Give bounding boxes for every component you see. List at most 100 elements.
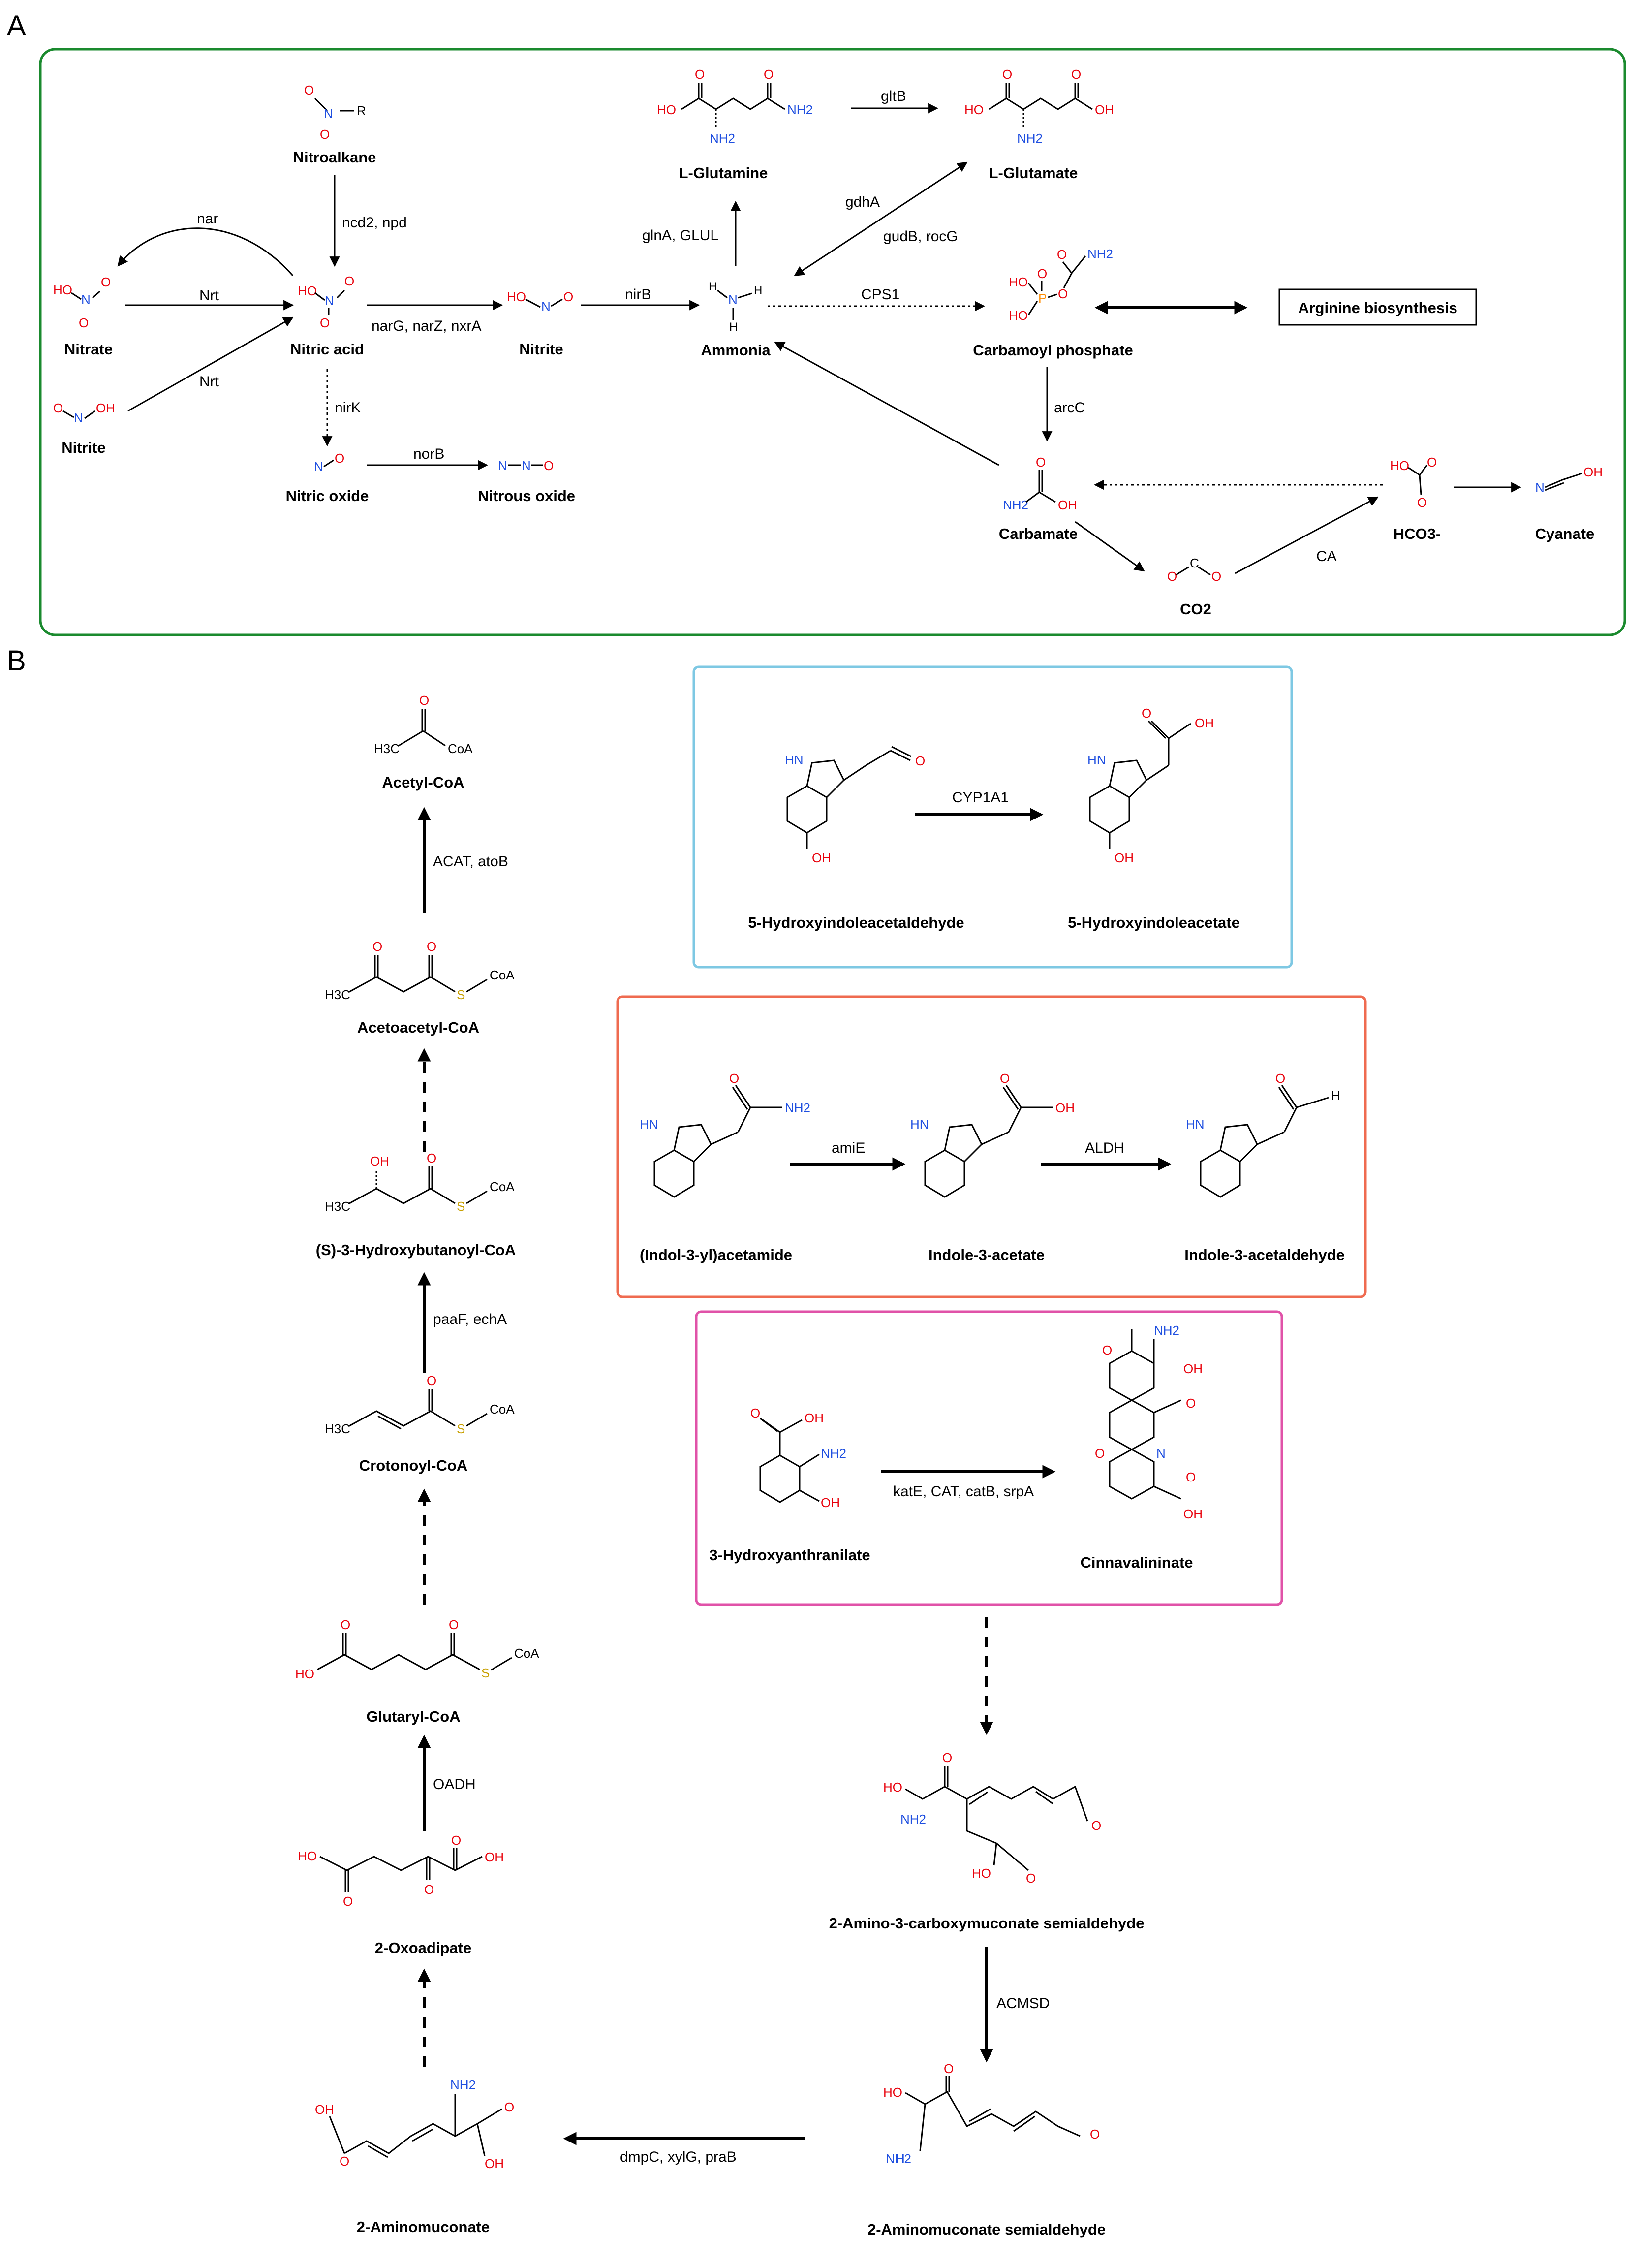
compound-nitrous-oxide: Nitrous oxide	[478, 487, 575, 504]
svg-text:O: O	[335, 451, 344, 466]
enzyme-gdha: gdhA	[845, 194, 880, 210]
compound-amsa: 2-Aminomuconate semialdehyde	[867, 2221, 1106, 2238]
svg-text:C: C	[1190, 556, 1199, 570]
svg-text:OH: OH	[96, 401, 115, 415]
compound-ammonia: Ammonia	[701, 342, 771, 359]
nitric-oxide-structure: N O	[314, 451, 344, 474]
enzyme-acat: ACAT, atoB	[433, 853, 508, 870]
svg-text:HO: HO	[507, 289, 526, 304]
svg-text:CoA: CoA	[490, 1402, 515, 1417]
svg-text:O: O	[419, 693, 429, 708]
svg-text:O: O	[915, 754, 925, 768]
svg-text:O: O	[544, 458, 554, 473]
svg-text:H: H	[1331, 1088, 1340, 1103]
svg-text:O: O	[340, 2154, 349, 2169]
compound-carbamate: Carbamate	[999, 525, 1078, 542]
enzyme-gudb: gudB, rocG	[883, 228, 958, 245]
svg-text:OH: OH	[1115, 850, 1134, 865]
svg-text:S: S	[457, 1199, 465, 1214]
svg-text:N: N	[314, 459, 323, 474]
compound-hydroxybutanoyl-coa: (S)-3-Hydroxybutanoyl-CoA	[316, 1241, 516, 1259]
svg-text:O: O	[53, 401, 63, 415]
svg-text:O: O	[1427, 455, 1437, 470]
svg-text:N: N	[1535, 480, 1545, 495]
svg-text:S: S	[457, 1421, 465, 1436]
svg-text:HO: HO	[295, 1667, 314, 1681]
compound-crotonoyl-coa: Crotonoyl-CoA	[359, 1457, 467, 1474]
enzyme-nar: nar	[197, 211, 218, 227]
svg-text:HO: HO	[883, 2085, 902, 2100]
svg-text:HO: HO	[972, 1866, 991, 1881]
svg-text:CoA: CoA	[514, 1646, 539, 1661]
svg-text:O: O	[944, 2061, 954, 2076]
svg-text:HO: HO	[53, 283, 72, 297]
svg-text:OH: OH	[370, 1154, 389, 1168]
nitrous-oxide-structure: N N O	[498, 458, 554, 473]
svg-text:O: O	[1095, 1446, 1105, 1461]
acetoacetyl-coa-structure: H3C O O S CoA	[325, 939, 515, 1002]
compound-arginine-biosynthesis: Arginine biosynthesis	[1298, 299, 1457, 316]
svg-text:O: O	[1091, 1818, 1101, 1833]
glutamate-structure: O O HO OH NH2	[964, 67, 1114, 146]
svg-text:O: O	[304, 83, 314, 97]
svg-text:O: O	[695, 67, 705, 82]
svg-text:O: O	[1167, 569, 1177, 584]
svg-text:CoA: CoA	[448, 741, 473, 756]
compound-cyanate: Cyanate	[1535, 525, 1595, 542]
nitrite-middle-structure: HO N O	[507, 289, 573, 314]
arrow-ammonia-glutamate	[794, 161, 968, 277]
svg-text:O: O	[320, 315, 330, 330]
svg-text:O: O	[750, 1406, 760, 1420]
enzyme-nirb: nirB	[625, 286, 651, 303]
svg-text:OH: OH	[1058, 498, 1077, 512]
svg-text:HN: HN	[785, 753, 804, 767]
svg-text:O: O	[449, 1617, 459, 1632]
svg-text:O: O	[1071, 67, 1081, 82]
compound-carbamoyl-phosphate: Carbamoyl phosphate	[973, 342, 1133, 359]
svg-text:NH2: NH2	[900, 1812, 926, 1827]
arrow-nitrite-to-nitric-acid	[127, 316, 294, 412]
svg-text:O: O	[372, 939, 382, 954]
enzyme-arcc: arcC	[1054, 400, 1085, 416]
hydroxybutanoyl-coa-structure: H3C OH O S CoA	[325, 1151, 515, 1214]
enzyme-cyp1a1: CYP1A1	[952, 789, 1009, 806]
svg-text:S: S	[457, 987, 465, 1002]
enzyme-norb: norB	[413, 446, 444, 462]
svg-text:HO: HO	[657, 102, 676, 117]
arrow-carbamate-to-co2	[1075, 521, 1145, 572]
compound-nitric-oxide: Nitric oxide	[286, 487, 369, 504]
enzyme-nirk: nirK	[335, 400, 361, 416]
cinnavalininate-structure: O NH2 OH O N O O OH	[1095, 1323, 1203, 1521]
ammonia-structure: H N H H	[709, 280, 762, 334]
svg-text:P: P	[1038, 291, 1047, 306]
enzyme-narg: narG, narZ, nxrA	[372, 318, 481, 334]
svg-text:HO: HO	[964, 102, 984, 117]
enzyme-ncd2: ncd2, npd	[342, 215, 407, 231]
panel-a-label: A	[7, 10, 26, 42]
compound-l-glutamate: L-Glutamate	[989, 164, 1078, 182]
enzyme-nrt-1: Nrt	[199, 287, 219, 304]
svg-text:NH2: NH2	[450, 2078, 476, 2092]
box-anthranilate	[695, 1310, 1283, 1606]
arginine-biosynthesis-box	[1278, 288, 1477, 326]
svg-text:NH2: NH2	[710, 131, 735, 146]
indolylacetamide-structure: HN O NH2	[640, 1071, 810, 1198]
svg-text:NH2: NH2	[886, 2151, 911, 2166]
svg-text:O: O	[504, 2100, 514, 2114]
svg-text:O: O	[1002, 67, 1012, 82]
svg-text:O: O	[427, 939, 436, 954]
svg-text:OH: OH	[821, 1495, 840, 1510]
svg-text:OH: OH	[1183, 1507, 1203, 1521]
enzyme-aldh: ALDH	[1085, 1140, 1124, 1156]
svg-text:HO: HO	[1009, 308, 1028, 323]
svg-text:O: O	[1090, 2127, 1100, 2142]
svg-text:O: O	[1186, 1470, 1196, 1484]
svg-text:OH: OH	[1095, 102, 1114, 117]
svg-text:NH2: NH2	[1154, 1323, 1179, 1338]
compound-indole-acetate: Indole-3-acetate	[929, 1246, 1045, 1263]
arrow-nar	[117, 227, 294, 276]
svg-text:HN: HN	[910, 1117, 929, 1132]
svg-text:HO: HO	[1390, 458, 1409, 473]
svg-text:N: N	[81, 292, 91, 307]
